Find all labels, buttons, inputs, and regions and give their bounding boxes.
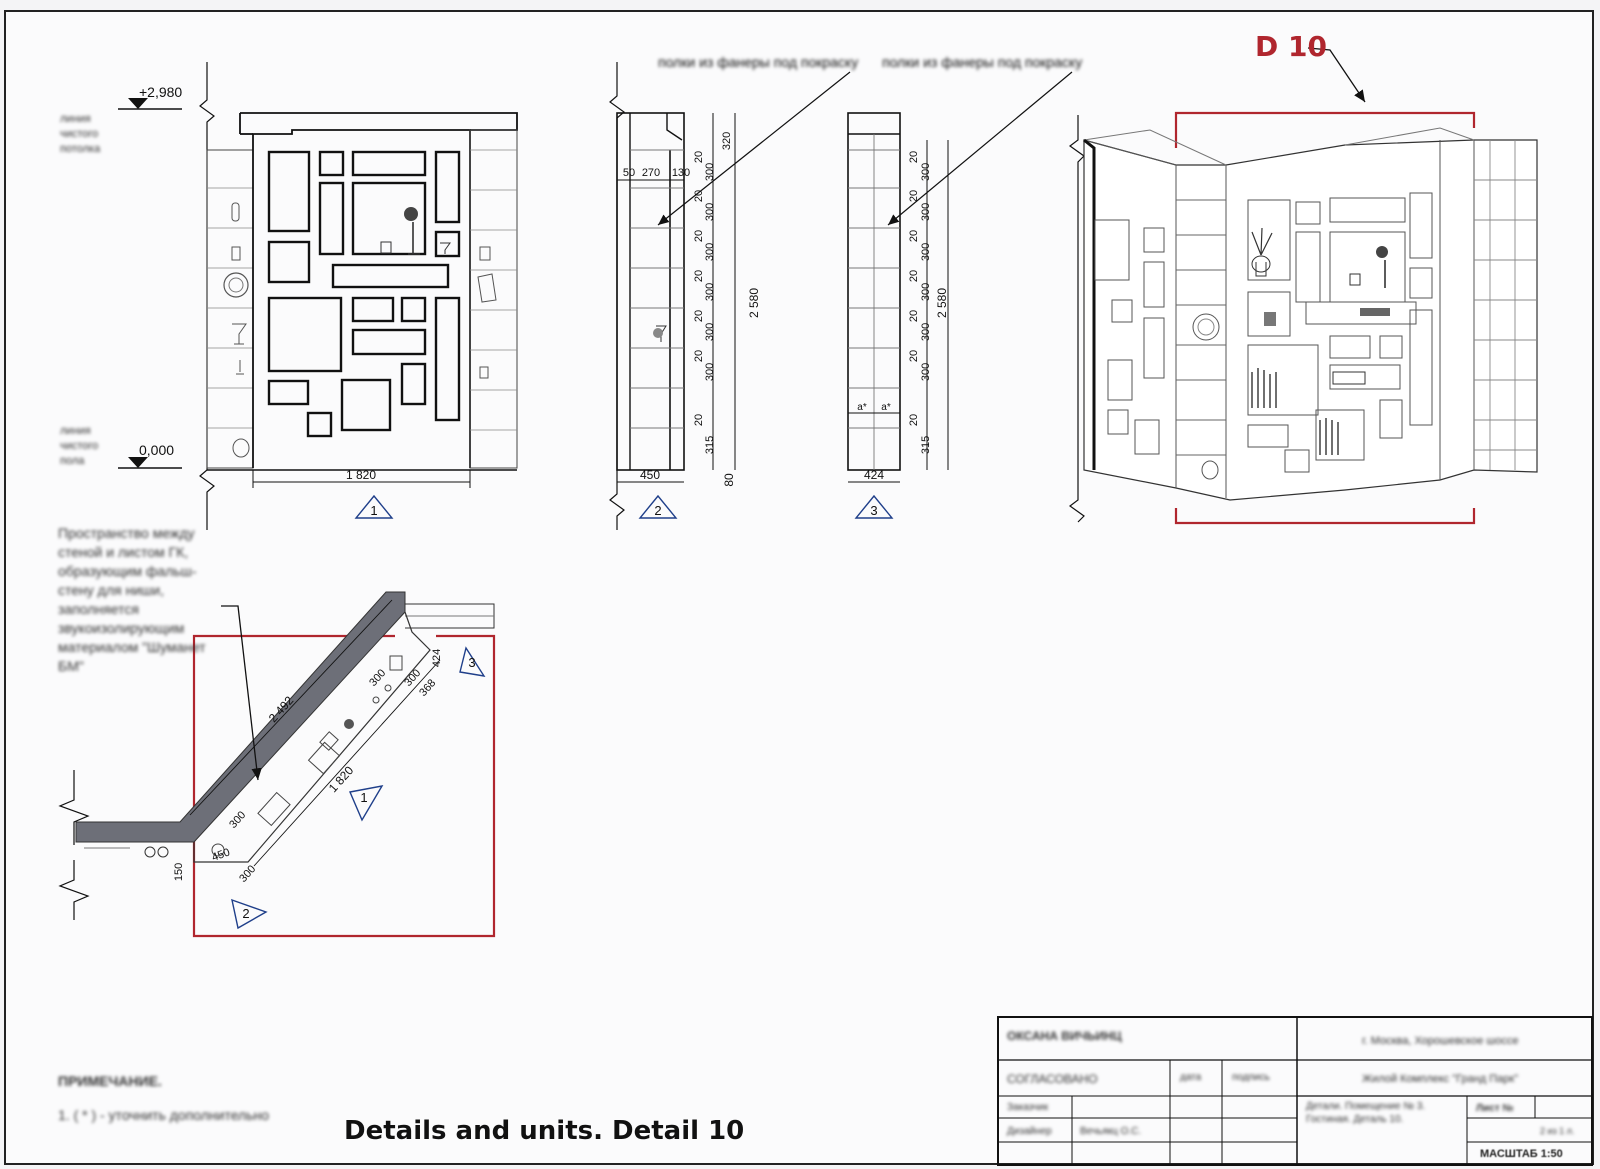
elevation-view-1: 1 820 1 (199, 62, 518, 530)
title-block (997, 1016, 1593, 1166)
title-date: дата (1180, 1072, 1202, 1083)
title-designer: Дизайнер (1007, 1126, 1052, 1137)
title-scale: МАСШТАБ 1:50 (1480, 1148, 1563, 1160)
view3-dim: 315 (920, 436, 932, 454)
view3-dim: 300 (920, 363, 932, 381)
view3-dim: 20 (908, 270, 920, 282)
view2-dim: 20 (693, 190, 705, 202)
view2-dim: 20 (693, 310, 705, 322)
view3-stack-dims: 20 300 20 300 20 300 20 300 20 300 20 30… (908, 151, 932, 454)
view2-dim: 300 (704, 243, 716, 261)
view3-dim: 300 (920, 323, 932, 341)
view2-width-dim: 450 (640, 468, 660, 482)
view3-dim: 20 (908, 350, 920, 362)
title-designer-value: Вечьякц О.С. (1080, 1126, 1142, 1137)
view2-dim: 315 (704, 436, 716, 454)
view3-dim: 300 (920, 163, 932, 181)
view3-note: полки из фанеры под покраску (882, 54, 1082, 70)
view2-marker[interactable]: 2 (654, 503, 661, 518)
plan-note: Пространство между стеной и листом ГК, о… (58, 525, 206, 674)
level-top-label: +2,980 (139, 84, 182, 100)
view2-dim: 20 (693, 230, 705, 242)
view3-marker[interactable]: 3 (870, 503, 877, 518)
level-bottom-label: 0,000 (139, 442, 174, 458)
view2-bottom-dim: 80 (722, 473, 736, 487)
view3-a-mark-2: a* (881, 402, 891, 413)
level-marks: +2,980 0,000 (118, 84, 182, 469)
view2-dim: 300 (704, 323, 716, 341)
view2-stack-dims: 320 20 300 20 300 20 300 20 300 20 300 2… (693, 132, 733, 454)
view2-note: полки из фанеры под покраску (658, 54, 858, 70)
section-view-3: a* a* 20 300 20 300 20 300 20 300 20 300… (847, 54, 1082, 519)
plan-dim-8: 150 (173, 863, 185, 881)
notes-item: 1. ( * ) - уточнить дополнительно (58, 1107, 270, 1123)
perspective-view (1068, 47, 1538, 525)
title-sheet-value: 2 из 1 л. (1540, 1126, 1575, 1136)
view2-dim: 20 (693, 414, 705, 426)
view2-dim: 20 (693, 151, 705, 163)
section-view-2: 50 270 130 320 20 300 20 300 20 300 20 3… (609, 54, 858, 530)
plan-dim-5: 300 (227, 809, 248, 831)
notes-heading: ПРИМЕЧАНИЕ. (58, 1073, 162, 1089)
view2-dim-320: 320 (721, 132, 733, 150)
view2-dim: 20 (693, 350, 705, 362)
level-bottom-note: линия чистого пола (60, 425, 99, 467)
view3-dim: 20 (908, 151, 920, 163)
view1-width-dim: 1 820 (346, 468, 376, 482)
plan-dim-4: 368 (417, 677, 438, 699)
view3-dim: 20 (908, 310, 920, 322)
plan-marker-2[interactable]: 2 (242, 906, 249, 921)
title-signature: подпись (1232, 1072, 1270, 1083)
plan-marker-1[interactable]: 1 (360, 790, 367, 805)
view3-width-dim: 424 (864, 468, 884, 482)
view3-dim: 20 (908, 230, 920, 242)
view2-top-dim-3: 130 (672, 167, 690, 179)
plan-dim-1: 300 (367, 667, 388, 689)
plan-marker-3[interactable]: 3 (468, 655, 475, 670)
plan-front-dim: 1 820 (326, 763, 357, 795)
view3-dim: 300 (920, 283, 932, 301)
view2-top-dim-2: 270 (642, 167, 660, 179)
title-sheet: Лист № (1476, 1103, 1514, 1114)
detail-label: D 10 (1255, 30, 1327, 63)
level-top-note: линия чистого потолка (60, 113, 101, 155)
title-designer-name: ОКСАНА ВИЧЬИНЦ (1007, 1029, 1122, 1043)
view2-dim: 300 (704, 203, 716, 221)
view3-dim: 20 (908, 414, 920, 426)
view3-dim: 20 (908, 190, 920, 202)
plan-dim-3: 300 (402, 667, 423, 689)
view2-dim: 20 (693, 270, 705, 282)
view3-total-dim: 2 580 (935, 288, 949, 318)
plan-dim-6: 450 (210, 846, 231, 864)
view3-dim: 300 (920, 243, 932, 261)
title-complex: Жилой Комплекс "Гранд Парк" (1362, 1073, 1519, 1085)
plan-dim-7: 300 (237, 863, 258, 885)
title-approved: СОГЛАСОВАНО (1007, 1072, 1098, 1086)
view2-dim: 300 (704, 163, 716, 181)
view2-dim: 300 (704, 363, 716, 381)
title-address: г. Москва, Хорошевское шоссе (1362, 1035, 1519, 1047)
view1-marker[interactable]: 1 (370, 503, 377, 518)
title-content: Детали. Помещение № 3. Гостиная. Деталь … (1306, 1101, 1426, 1125)
view2-dim: 300 (704, 283, 716, 301)
title-customer: Заказчик (1007, 1102, 1049, 1113)
view2-total-dim: 2 580 (747, 288, 761, 318)
view3-a-mark-1: a* (857, 402, 867, 413)
view2-top-dim-1: 50 (623, 167, 635, 179)
page-caption: Details and units. Detail 10 (344, 1116, 745, 1146)
view3-dim: 300 (920, 203, 932, 221)
plan-dim-2: 424 (431, 649, 443, 667)
